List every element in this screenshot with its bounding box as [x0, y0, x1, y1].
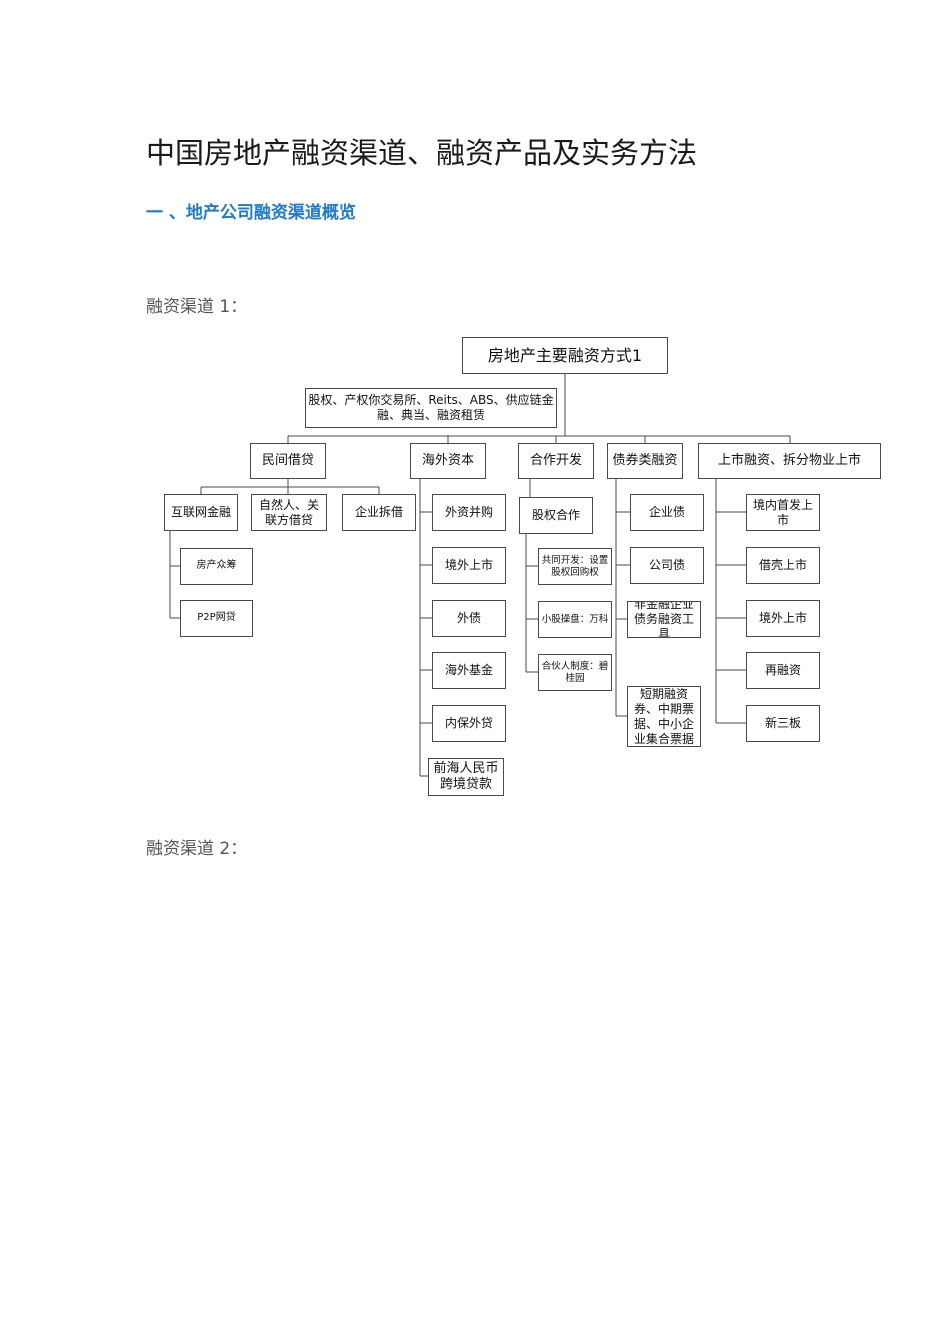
- node-debt-financing: 债券类融资: [607, 443, 683, 479]
- node-equity-cooperation: 股权合作: [519, 497, 593, 534]
- node-short-medium-notes: 短期融资券、中期票据、中小企业集合票据: [627, 686, 701, 747]
- node-overseas-listing-b: 境外上市: [746, 600, 820, 637]
- node-joint-development: 共同开发：设置股权回购权: [538, 548, 612, 585]
- node-domestic-guarantee-foreign-loan: 内保外贷: [432, 705, 506, 742]
- node-enterprise-bond: 企业债: [630, 494, 704, 531]
- node-backdoor-listing: 借壳上市: [746, 547, 820, 584]
- node-internet-finance: 互联网金融: [164, 494, 238, 531]
- channel-1-label: 融资渠道 1：: [146, 297, 248, 317]
- node-cooperative-development: 合作开发: [518, 443, 594, 479]
- node-private-lending: 民间借贷: [250, 443, 326, 479]
- chart-root-node: 房地产主要融资方式1: [462, 337, 668, 374]
- org-chart-connectors: [169, 374, 791, 777]
- node-corporate-lending: 企业拆借: [342, 494, 416, 531]
- chart-subroot-node: 股权、产权你交易所、Reits、ABS、供应链金融、典当、融资租赁: [305, 388, 557, 428]
- node-personal-related-lending: 自然人、关联方借贷: [251, 494, 327, 531]
- node-foreign-ma: 外资并购: [432, 494, 506, 531]
- section-heading: 一 、地产公司融资渠道概览: [146, 203, 356, 223]
- node-overseas-capital: 海外资本: [410, 443, 486, 479]
- node-property-crowdfunding: 房产众筹: [180, 548, 253, 585]
- node-foreign-debt: 外债: [432, 600, 506, 637]
- node-qianhai-rmb-loan: 前海人民币跨境贷款: [428, 758, 504, 796]
- node-overseas-fund: 海外基金: [432, 652, 506, 689]
- node-minority-stake: 小股操盘：万科: [538, 601, 612, 638]
- node-overseas-listing-a: 境外上市: [432, 547, 506, 584]
- node-p2p-lending: P2P网贷: [180, 600, 253, 637]
- node-corporate-bond: 公司债: [630, 547, 704, 584]
- document-title: 中国房地产融资渠道、融资产品及实务方法: [146, 136, 698, 170]
- node-new-third-board: 新三板: [746, 705, 820, 742]
- node-refinancing: 再融资: [746, 652, 820, 689]
- node-partnership-system: 合伙人制度：碧桂园: [538, 654, 612, 691]
- channel-2-label: 融资渠道 2：: [146, 839, 248, 859]
- node-listing: 上市融资、拆分物业上市: [698, 443, 881, 479]
- node-debt-instruments: 非金融企业债务融资工具: [627, 601, 701, 638]
- node-domestic-ipo: 境内首发上市: [746, 494, 820, 531]
